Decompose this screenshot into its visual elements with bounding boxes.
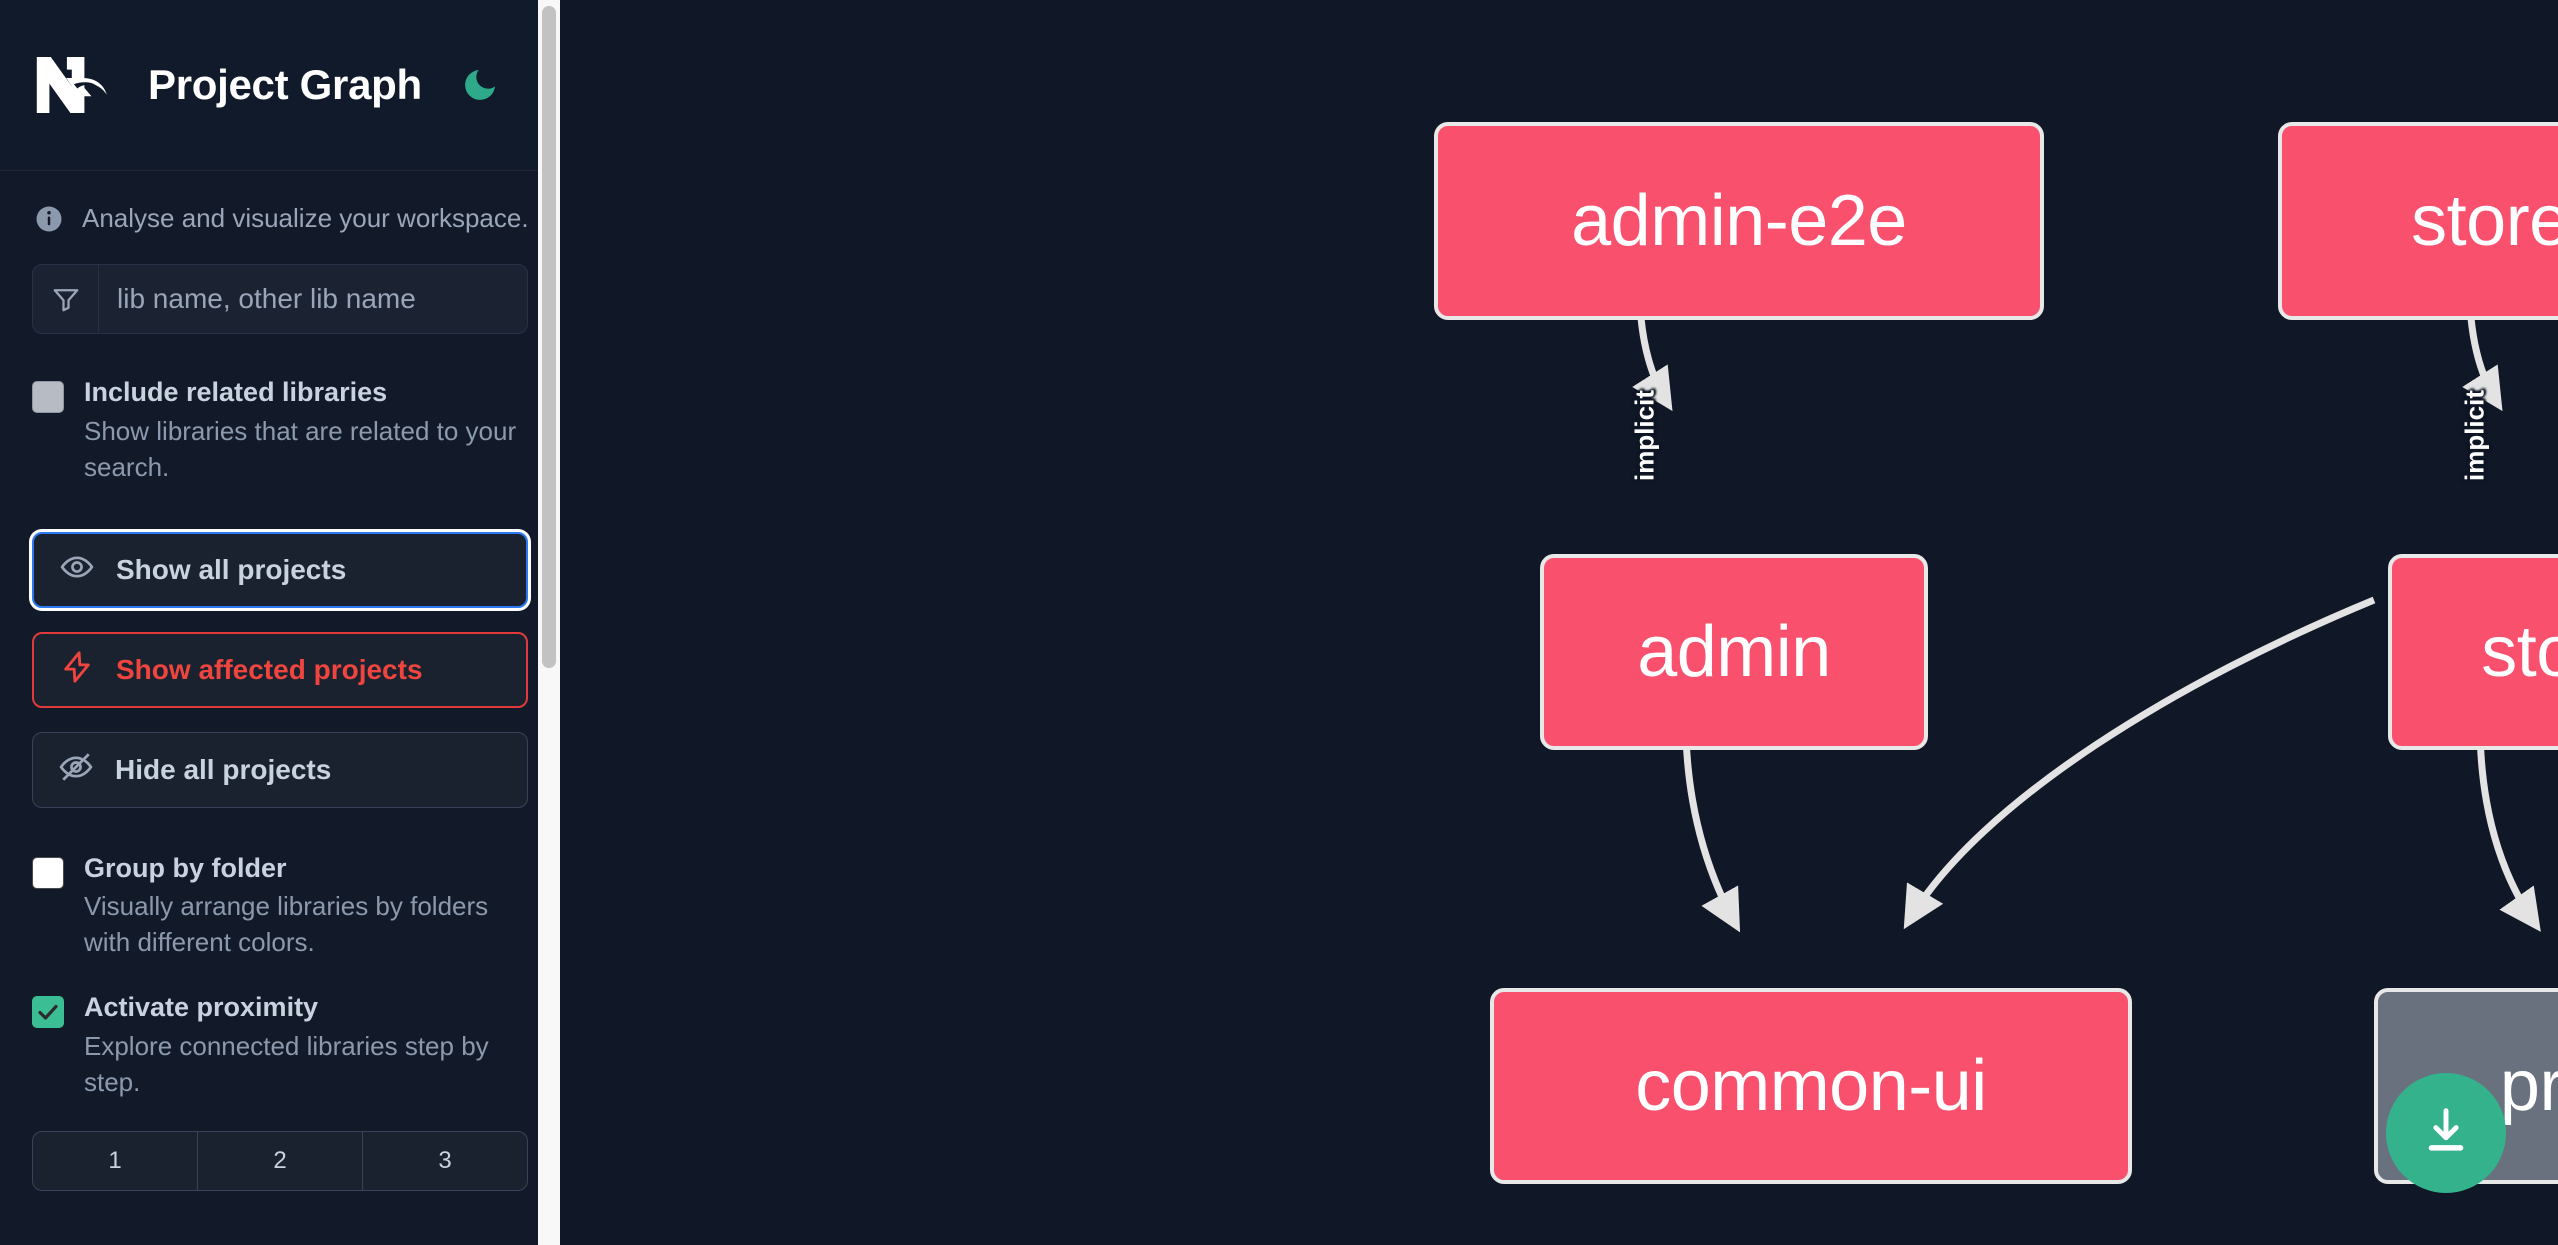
moon-icon[interactable] xyxy=(456,61,504,109)
download-icon xyxy=(2419,1104,2473,1163)
checkbox-group-by-folder[interactable] xyxy=(32,856,64,889)
option-include-related-libraries[interactable]: Include related libraries Show libraries… xyxy=(32,376,528,486)
button-label: Show all projects xyxy=(116,553,347,585)
graph-node-admin-e2e[interactable]: admin-e2e xyxy=(1434,122,2044,320)
workspace-tagline: Analyse and visualize your workspace. xyxy=(0,171,560,264)
edge-store-to-common-ui xyxy=(1903,596,2376,930)
show-affected-projects-button[interactable]: Show affected projects xyxy=(32,631,528,708)
filter-funnel-icon xyxy=(33,265,99,333)
option-activate-proximity[interactable]: Activate proximity Explore connected lib… xyxy=(32,991,528,1101)
info-icon xyxy=(34,204,64,234)
search-input[interactable] xyxy=(99,265,527,333)
option-label: Activate proximity xyxy=(84,992,319,1022)
checkbox-activate-proximity[interactable] xyxy=(32,996,64,1028)
option-description: Explore connected libraries step by step… xyxy=(84,1030,489,1097)
graph-canvas[interactable]: admin-e2e store-e2e admin store common-u… xyxy=(560,0,2558,1245)
option-description: Show libraries that are related to your … xyxy=(84,415,517,482)
hide-all-projects-button[interactable]: Hide all projects xyxy=(32,731,528,808)
nx-logo-icon xyxy=(34,54,118,116)
option-label: Include related libraries xyxy=(84,377,388,407)
proximity-step-3[interactable]: 3 xyxy=(438,1146,452,1174)
node-label: admin xyxy=(1637,612,1831,692)
option-description: Visually arrange libraries by folders wi… xyxy=(84,891,489,958)
node-label: store xyxy=(2481,612,2558,692)
checkbox-include-related-libraries[interactable] xyxy=(32,381,64,413)
graph-node-admin[interactable]: admin xyxy=(1540,554,1928,750)
graph-node-store[interactable]: store xyxy=(2388,554,2558,750)
sidebar-header: Project Graph xyxy=(0,0,560,171)
project-actions: Show all projects Show affected projects xyxy=(32,531,528,808)
download-image-button[interactable] xyxy=(2386,1073,2506,1193)
proximity-step-control[interactable]: 1 2 3 xyxy=(32,1130,528,1191)
graph-node-store-e2e[interactable]: store-e2e xyxy=(2278,122,2558,320)
button-label: Hide all projects xyxy=(115,753,332,785)
proximity-step-1[interactable]: 1 xyxy=(33,1131,198,1190)
tagline-text: Analyse and visualize your workspace. xyxy=(82,203,529,233)
button-label: Show affected projects xyxy=(116,653,423,685)
show-all-projects-button[interactable]: Show all projects xyxy=(32,531,528,608)
app-title: Project Graph xyxy=(148,61,422,108)
node-label: store-e2e xyxy=(2411,181,2558,261)
sidebar-scrollbar-thumb[interactable] xyxy=(542,6,556,668)
proximity-step-2[interactable]: 2 xyxy=(198,1131,363,1190)
graph-node-common-ui[interactable]: common-ui xyxy=(1490,988,2132,1184)
eye-icon xyxy=(60,550,94,589)
sidebar: Project Graph Analyse and visualize yo xyxy=(0,0,560,1245)
node-label: common-ui xyxy=(1635,1046,1987,1126)
option-group-by-folder[interactable]: Group by folder Visually arrange librari… xyxy=(32,852,528,962)
node-label: products xyxy=(2499,1046,2558,1126)
sidebar-scrollbar-track[interactable] xyxy=(538,0,560,1245)
lightning-bolt-icon xyxy=(60,650,94,689)
node-label: admin-e2e xyxy=(1571,181,1907,261)
option-label: Group by folder xyxy=(84,852,287,883)
eye-off-icon xyxy=(59,750,93,789)
search-box[interactable] xyxy=(32,264,528,334)
